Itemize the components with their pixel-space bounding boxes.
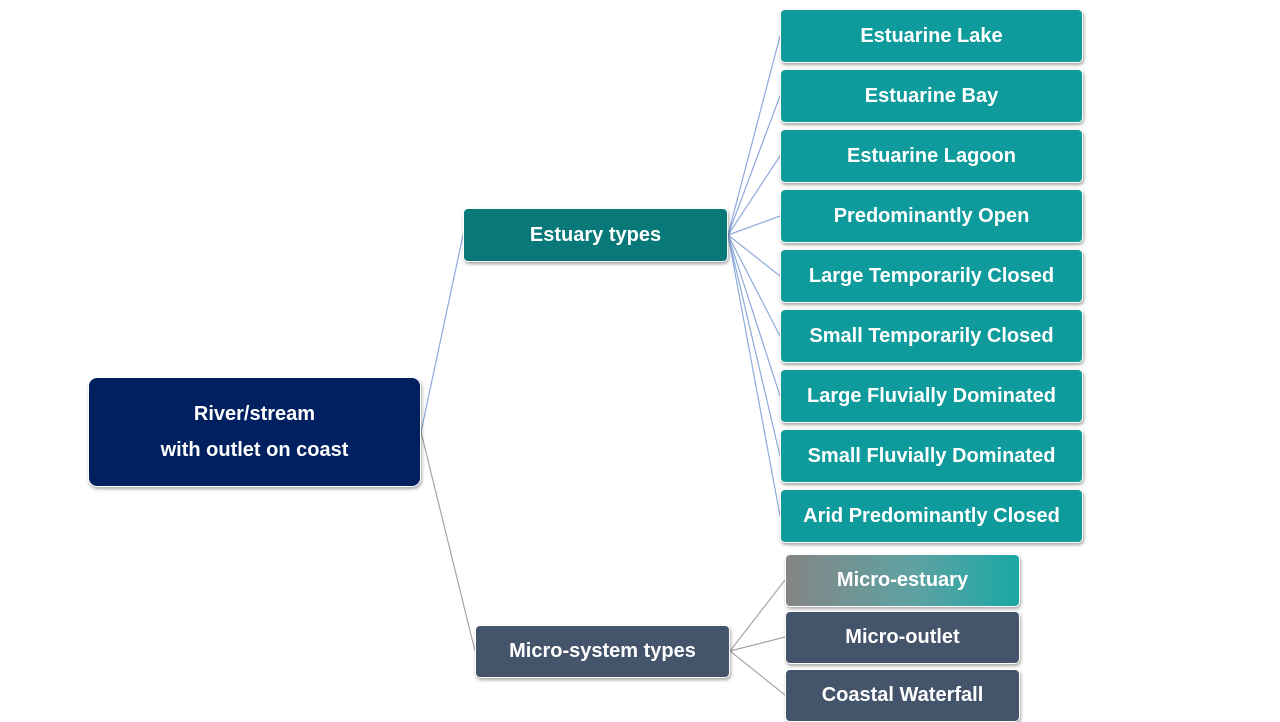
leaf-large-fluvially-dominated[interactable]: Large Fluvially Dominated — [780, 369, 1083, 423]
leaf-predominantly-open[interactable]: Predominantly Open — [780, 189, 1083, 243]
root-node[interactable]: River/stream with outlet on coast — [88, 377, 421, 487]
leaf-label: Micro-estuary — [836, 569, 969, 591]
micro-system-types-node[interactable]: Micro-system types — [475, 625, 730, 678]
leaf-label: Estuarine Lagoon — [847, 144, 1016, 167]
leaf-label: Arid Predominantly Closed — [803, 504, 1060, 527]
leaf-micro-estuary[interactable]: Micro-estuary — [785, 554, 1020, 607]
connector-micro-waterfall — [729, 650, 786, 696]
connector-micro-estuary — [729, 579, 786, 652]
connector-estuary-bay — [727, 95, 781, 236]
leaf-small-temporarily-closed[interactable]: Small Temporarily Closed — [780, 309, 1083, 363]
leaf-large-temporarily-closed[interactable]: Large Temporarily Closed — [780, 249, 1083, 303]
connector-estuary-large-fd — [727, 234, 781, 397]
connector-estuary-arid — [727, 234, 781, 517]
leaf-label: Coastal Waterfall — [821, 684, 984, 706]
connector-estuary-small-fd — [727, 234, 781, 457]
connector-estuary-lake — [727, 35, 781, 236]
root-label-line1: River/stream — [193, 403, 316, 425]
leaf-label: Large Temporarily Closed — [808, 264, 1055, 287]
estuary-types-node[interactable]: Estuary types — [463, 208, 728, 262]
connector-estuary-open — [727, 215, 781, 236]
leaf-label: Small Fluvially Dominated — [807, 444, 1056, 467]
leaf-coastal-waterfall[interactable]: Coastal Waterfall — [785, 669, 1020, 722]
leaf-label: Large Fluvially Dominated — [807, 384, 1056, 407]
leaf-small-fluvially-dominated[interactable]: Small Fluvially Dominated — [780, 429, 1083, 483]
leaf-label: Small Temporarily Closed — [809, 324, 1054, 347]
leaf-estuarine-lagoon[interactable]: Estuarine Lagoon — [780, 129, 1083, 183]
leaf-estuarine-bay[interactable]: Estuarine Bay — [780, 69, 1083, 123]
leaf-label: Estuarine Bay — [864, 84, 999, 107]
connector-estuary-small-tc — [727, 234, 781, 337]
connector-estuary-large-tc — [727, 234, 781, 277]
connector-estuary-lagoon — [727, 155, 781, 236]
leaf-label: Micro-outlet — [845, 626, 960, 648]
leaf-arid-predominantly-closed[interactable]: Arid Predominantly Closed — [780, 489, 1083, 543]
leaf-label: Predominantly Open — [833, 204, 1030, 227]
estuary-types-label: Estuary types — [529, 223, 662, 246]
connector-root-micro — [420, 431, 476, 652]
leaf-label: Estuarine Lake — [860, 24, 1003, 47]
leaf-estuarine-lake[interactable]: Estuarine Lake — [780, 9, 1083, 63]
connector-root-estuary — [420, 234, 464, 433]
leaf-micro-outlet[interactable]: Micro-outlet — [785, 611, 1020, 664]
connector-micro-outlet — [729, 636, 786, 652]
micro-system-types-label: Micro-system types — [509, 640, 696, 662]
root-label-line2: with outlet on coast — [160, 439, 349, 461]
